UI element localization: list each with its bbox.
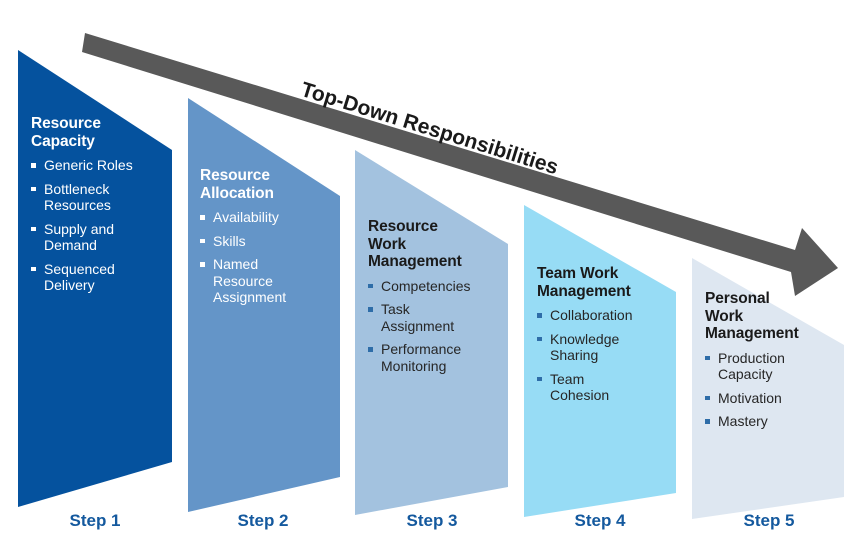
list-item: Performance Monitoring: [368, 341, 506, 374]
panel-shape-1[interactable]: [18, 50, 172, 507]
step-label-4: Step 4: [574, 511, 626, 530]
bullet-square-icon: [200, 238, 205, 243]
list-item-label: Collaboration: [550, 307, 633, 323]
panel-3-content: Resource Work Management Competencies Ta…: [368, 218, 506, 381]
panel-3-bullets: Competencies Task Assignment Performance…: [368, 278, 506, 375]
panel-1-bullets: Generic Roles Bottleneck Resources Suppl…: [31, 157, 167, 294]
panel-2-content: Resource Allocation Availability Skills …: [200, 167, 334, 313]
list-item: Production Capacity: [705, 350, 841, 383]
list-item: Availability: [200, 209, 334, 226]
bullet-square-icon: [200, 215, 205, 220]
panel-4-content: Team Work Management Collaboration Knowl…: [537, 265, 677, 411]
list-item: Generic Roles: [31, 157, 167, 174]
bullet-square-icon: [368, 307, 373, 312]
list-item-label: Competencies: [381, 277, 471, 294]
list-item-label: Team Cohesion: [550, 370, 610, 404]
list-item-label: Production Capacity: [718, 349, 785, 383]
list-item-label: Sequenced Delivery: [44, 260, 115, 294]
panel-shape-2[interactable]: [188, 98, 340, 512]
list-item-label: Mastery: [718, 413, 768, 429]
list-item-label: Named Resource Assignment: [213, 256, 287, 305]
list-item: Skills: [200, 233, 334, 250]
list-item: Collaboration: [537, 307, 677, 324]
step-label-2: Step 2: [237, 511, 289, 530]
list-item-label: Performance Monitoring: [381, 341, 462, 374]
bullet-square-icon: [31, 163, 36, 168]
panel-4-bullets: Collaboration Knowledge Sharing Team Coh…: [537, 307, 677, 404]
panel-shape-3[interactable]: [355, 150, 508, 515]
bullet-square-icon: [368, 283, 373, 288]
list-item: Bottleneck Resources: [31, 181, 167, 214]
list-item: Supply and Demand: [31, 221, 167, 254]
panel-5-title: Personal Work Management: [705, 290, 799, 342]
list-item: Competencies: [368, 278, 506, 295]
list-item: Team Cohesion: [537, 371, 677, 404]
bullet-square-icon: [31, 266, 36, 271]
panel-shape-5[interactable]: [692, 258, 844, 519]
panel-3-title: Resource Work Management: [368, 218, 462, 270]
panel-2-bullets: Availability Skills Named Resource Assig…: [200, 209, 334, 306]
bullet-square-icon: [200, 262, 205, 267]
list-item: Sequenced Delivery: [31, 261, 167, 294]
list-item-label: Motivation: [718, 389, 782, 406]
panel-5-content: Personal Work Management Production Capa…: [705, 290, 841, 437]
list-item-label: Availability: [213, 209, 279, 225]
bullet-square-icon: [31, 186, 36, 191]
bullet-square-icon: [705, 395, 710, 400]
list-item: Mastery: [705, 413, 841, 430]
list-item-label: Supply and Demand: [44, 220, 115, 254]
bullet-square-icon: [537, 313, 542, 318]
list-item: Knowledge Sharing: [537, 331, 677, 364]
panel-4-title: Team Work Management: [537, 265, 631, 300]
list-item-label: Task Assignment: [381, 301, 455, 334]
bullet-square-icon: [31, 226, 36, 231]
bullet-square-icon: [368, 347, 373, 352]
bullet-square-icon: [537, 376, 542, 381]
panel-shape-4[interactable]: [524, 205, 676, 517]
bullet-square-icon: [537, 336, 542, 341]
step-label-5: Step 5: [743, 511, 795, 530]
bullet-square-icon: [705, 355, 710, 360]
list-item: Named Resource Assignment: [200, 256, 334, 306]
panel-5-bullets: Production Capacity Motivation Mastery: [705, 350, 841, 430]
panel-1-content: Resource Capacity Generic Roles Bottlene…: [31, 115, 167, 301]
bullet-square-icon: [705, 419, 710, 424]
step-label-1: Step 1: [69, 511, 121, 530]
list-item-label: Bottleneck Resources: [44, 180, 111, 214]
panel-1-title: Resource Capacity: [31, 115, 101, 150]
list-item-label: Knowledge Sharing: [550, 330, 620, 364]
list-item-label: Generic Roles: [44, 157, 133, 173]
list-item: Motivation: [705, 390, 841, 407]
top-down-arrow-icon: [82, 33, 838, 296]
panel-2-title: Resource Allocation: [200, 167, 274, 202]
step-label-3: Step 3: [406, 511, 458, 530]
list-item: Task Assignment: [368, 301, 506, 334]
list-item-label: Skills: [213, 232, 246, 249]
